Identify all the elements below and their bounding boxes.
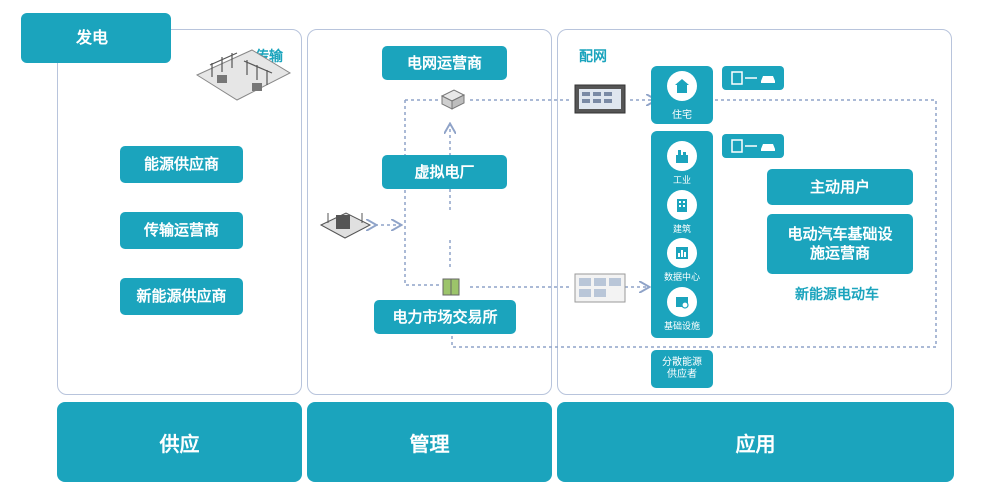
- datacenter-label: 数据中心: [663, 273, 700, 283]
- ev-infrastructure-operator-box[interactable]: 电动汽车基础设施运营商: [767, 214, 913, 274]
- supply-footer[interactable]: 供应: [57, 402, 302, 482]
- house-icon: [667, 71, 697, 101]
- management-panel: [307, 29, 552, 395]
- monitor-icon: [574, 273, 626, 303]
- ev-charger-badge-mid: [722, 134, 784, 158]
- grid-operator-box[interactable]: 电网运营商: [382, 46, 507, 80]
- virtual-power-plant-box[interactable]: 虚拟电厂: [382, 155, 507, 189]
- distribution-label: 配网: [579, 49, 607, 65]
- transmission-operator-box[interactable]: 传输运营商: [120, 212, 243, 249]
- gear-icon: [667, 287, 697, 317]
- substation-icon: [195, 49, 292, 101]
- transformer-icon: [319, 212, 372, 239]
- industry-label: 工业: [672, 176, 691, 186]
- distributed-energy-box[interactable]: 分散能源供应者: [651, 350, 713, 388]
- infrastructure-label: 基础设施: [663, 322, 700, 332]
- server-icon: [440, 89, 466, 110]
- power-exchange-box[interactable]: 电力市场交易所: [374, 300, 516, 334]
- building-label: 建筑: [672, 225, 691, 235]
- charger-icon: [731, 71, 775, 85]
- energy-supplier-box[interactable]: 能源供应商: [120, 146, 243, 183]
- generation-tab[interactable]: 发电: [21, 13, 171, 63]
- residential-label: 住宅: [672, 110, 692, 121]
- car-icon: [731, 139, 775, 153]
- control-panel-icon: [574, 84, 626, 114]
- ev-charger-badge-top: [722, 66, 784, 90]
- chart-icon: [667, 238, 697, 268]
- building-icon: [667, 190, 697, 220]
- cabinet-icon: [442, 278, 460, 296]
- new-energy-supplier-box[interactable]: 新能源供应商: [120, 278, 243, 315]
- factory-icon: [667, 141, 697, 171]
- new-energy-ev-label: 新能源电动车: [795, 287, 879, 303]
- application-footer[interactable]: 应用: [557, 402, 954, 482]
- management-footer[interactable]: 管理: [307, 402, 552, 482]
- active-user-box[interactable]: 主动用户: [767, 169, 913, 205]
